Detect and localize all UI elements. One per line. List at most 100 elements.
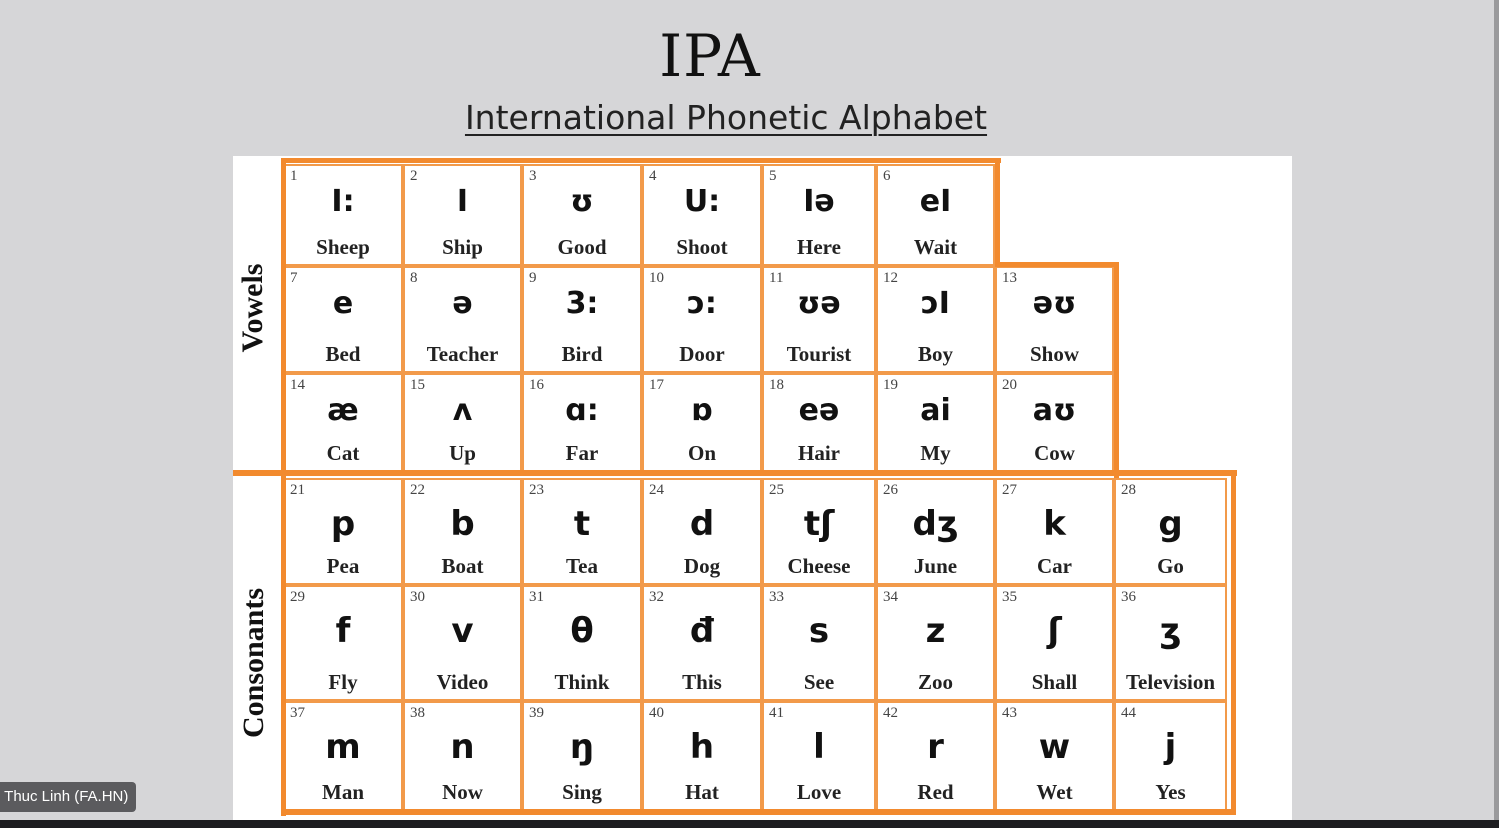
example-word: Car bbox=[1037, 554, 1072, 578]
example-word: Shall bbox=[1031, 670, 1078, 694]
ipa-symbol: U: bbox=[683, 184, 721, 219]
chart-outline-segment bbox=[995, 262, 1119, 267]
ipa-symbol: tʃ bbox=[803, 504, 835, 544]
example-word: Fly bbox=[328, 670, 358, 694]
window-edge bbox=[1494, 0, 1499, 820]
example-word: Tourist bbox=[786, 342, 852, 366]
chart-outline-segment bbox=[281, 158, 1001, 163]
ipa-symbol: h bbox=[689, 727, 715, 767]
bottom-toolbar-strip bbox=[0, 820, 1499, 828]
example-word: Ship bbox=[442, 235, 483, 259]
ipa-symbol: ɑ: bbox=[565, 393, 599, 428]
ipa-number: 37 bbox=[290, 705, 305, 721]
ipa-symbol: ʊə bbox=[797, 286, 841, 321]
slide-title: IPA bbox=[659, 22, 761, 90]
example-word: Cheese bbox=[787, 554, 851, 578]
ipa-symbol: m bbox=[325, 727, 361, 767]
participant-name-badge: Thuc Linh (FA.HN) bbox=[0, 782, 137, 812]
ipa-symbol: j bbox=[1164, 727, 1177, 767]
example-word: Cat bbox=[326, 441, 360, 465]
ipa-symbol: Iə bbox=[803, 184, 835, 219]
ipa-symbol: đ bbox=[689, 611, 715, 651]
ipa-number: 17 bbox=[649, 377, 664, 393]
ipa-symbol: d bbox=[689, 504, 715, 544]
ipa-symbol: ai bbox=[920, 393, 951, 428]
chart-outline-segment bbox=[1114, 262, 1119, 478]
example-word: My bbox=[920, 441, 951, 465]
chart-outline-segment bbox=[995, 158, 1000, 266]
ipa-symbol: I: bbox=[331, 184, 355, 219]
ipa-symbol: w bbox=[1038, 727, 1071, 767]
example-word: Now bbox=[442, 780, 483, 804]
ipa-symbol: eI bbox=[919, 184, 952, 219]
example-word: Red bbox=[917, 780, 954, 804]
ipa-number: 20 bbox=[1002, 377, 1017, 393]
example-word: Tea bbox=[566, 554, 598, 578]
example-word: On bbox=[687, 441, 716, 465]
consonants-section-label: Consonants bbox=[237, 587, 270, 739]
example-word: June bbox=[913, 554, 958, 578]
ipa-number: 9 bbox=[529, 270, 537, 286]
ipa-number: 42 bbox=[883, 705, 898, 721]
ipa-symbol: ʊ bbox=[570, 184, 594, 219]
ipa-number: 43 bbox=[1002, 705, 1017, 721]
ipa-number: 27 bbox=[1002, 482, 1017, 498]
example-word: Far bbox=[565, 441, 599, 465]
ipa-symbol: ɔ: bbox=[687, 286, 717, 321]
ipa-number: 7 bbox=[290, 270, 298, 286]
ipa-symbol: əʊ bbox=[1032, 286, 1077, 321]
ipa-symbol: b bbox=[450, 504, 475, 544]
ipa-symbol: t bbox=[573, 504, 591, 544]
example-word: Here bbox=[797, 235, 841, 259]
ipa-symbol: p bbox=[330, 504, 356, 544]
ipa-symbol: θ bbox=[570, 611, 594, 651]
ipa-number: 30 bbox=[410, 589, 425, 605]
example-word: Good bbox=[557, 235, 607, 259]
ipa-number: 22 bbox=[410, 482, 425, 498]
example-word: Yes bbox=[1155, 780, 1186, 804]
example-word: Boy bbox=[917, 342, 953, 366]
ipa-number: 21 bbox=[290, 482, 305, 498]
example-word: Go bbox=[1157, 554, 1184, 578]
example-word: Wait bbox=[913, 235, 958, 259]
ipa-symbol: k bbox=[1043, 504, 1066, 544]
example-word: Think bbox=[554, 670, 610, 694]
ipa-number: 28 bbox=[1121, 482, 1136, 498]
ipa-number: 4 bbox=[649, 168, 657, 184]
ipa-symbol: n bbox=[450, 727, 475, 767]
ipa-number: 10 bbox=[649, 270, 664, 286]
ipa-number: 12 bbox=[883, 270, 898, 286]
ipa-number: 44 bbox=[1121, 705, 1136, 721]
ipa-number: 41 bbox=[769, 705, 784, 721]
chart-outline-segment bbox=[281, 809, 1236, 815]
ipa-number: 40 bbox=[649, 705, 664, 721]
example-word: Sing bbox=[562, 780, 602, 804]
participant-name: Thuc Linh (FA.HN) bbox=[4, 788, 129, 805]
example-word: Video bbox=[436, 670, 489, 694]
